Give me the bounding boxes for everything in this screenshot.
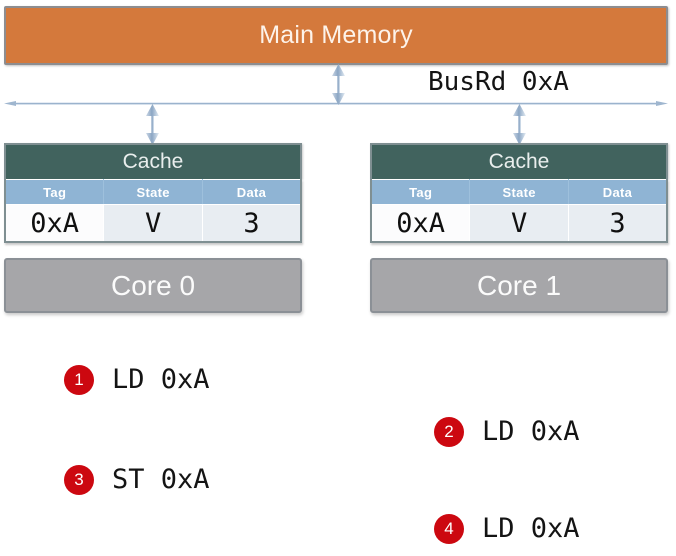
cell-tag: 0xA xyxy=(370,204,471,243)
cell-state: V xyxy=(469,204,569,243)
column-header-tag: Tag xyxy=(4,179,105,205)
cache-table-core0: Tag State Data 0xA V 3 xyxy=(4,179,302,243)
cell-data: 3 xyxy=(201,204,302,243)
step-instruction: LD 0xA xyxy=(482,513,580,544)
cell-data: 3 xyxy=(567,204,668,243)
column-header-tag: Tag xyxy=(370,179,471,205)
step-number-badge: 2 xyxy=(434,416,464,447)
core-box-1: Core 1 xyxy=(370,258,668,313)
bus-cache0-connector xyxy=(146,104,159,145)
table-row: 0xA V 3 xyxy=(4,204,302,243)
step-1: 1 LD 0xA xyxy=(64,364,210,395)
step-number-badge: 3 xyxy=(64,464,94,495)
bus-cache1-connector xyxy=(513,104,526,145)
step-instruction: LD 0xA xyxy=(482,416,580,447)
double-arrow-vertical-icon xyxy=(332,64,345,105)
column-header-data: Data xyxy=(567,179,668,205)
memory-bus-connector xyxy=(332,64,345,105)
step-instruction: LD 0xA xyxy=(112,364,210,395)
step-number-badge: 1 xyxy=(64,364,94,395)
step-2: 2 LD 0xA xyxy=(434,416,580,447)
double-arrow-vertical-icon xyxy=(513,104,526,145)
cache-block-core0: Cache Tag State Data 0xA V 3 xyxy=(4,143,302,243)
cache-block-core1: Cache Tag State Data 0xA V 3 xyxy=(370,143,668,243)
core-box-0: Core 0 xyxy=(4,258,302,313)
step-3: 3 ST 0xA xyxy=(64,464,210,495)
cache-table-core1: Tag State Data 0xA V 3 xyxy=(370,179,668,243)
cache-title-core0: Cache xyxy=(4,143,302,179)
double-arrow-vertical-icon xyxy=(146,104,159,145)
cache-title-core1: Cache xyxy=(370,143,668,179)
cell-state: V xyxy=(103,204,203,243)
core-label-1: Core 1 xyxy=(476,269,562,301)
step-instruction: ST 0xA xyxy=(112,464,210,495)
column-header-state: State xyxy=(469,179,569,205)
bus-line xyxy=(4,101,668,106)
bus-arrow-right-icon xyxy=(656,101,668,106)
cell-tag: 0xA xyxy=(4,204,105,243)
core-label-0: Core 0 xyxy=(110,269,196,301)
table-header-row: Tag State Data xyxy=(370,179,668,205)
bus-arrow-left-icon xyxy=(4,101,16,106)
bus-transaction-label: BusRd 0xA xyxy=(428,67,569,97)
column-header-data: Data xyxy=(201,179,302,205)
step-number-badge: 4 xyxy=(434,513,464,544)
table-row: 0xA V 3 xyxy=(370,204,668,243)
main-memory-label: Main Memory xyxy=(259,21,413,49)
column-header-state: State xyxy=(103,179,203,205)
main-memory-box: Main Memory xyxy=(4,6,668,65)
step-4: 4 LD 0xA xyxy=(434,513,580,544)
table-header-row: Tag State Data xyxy=(4,179,302,205)
